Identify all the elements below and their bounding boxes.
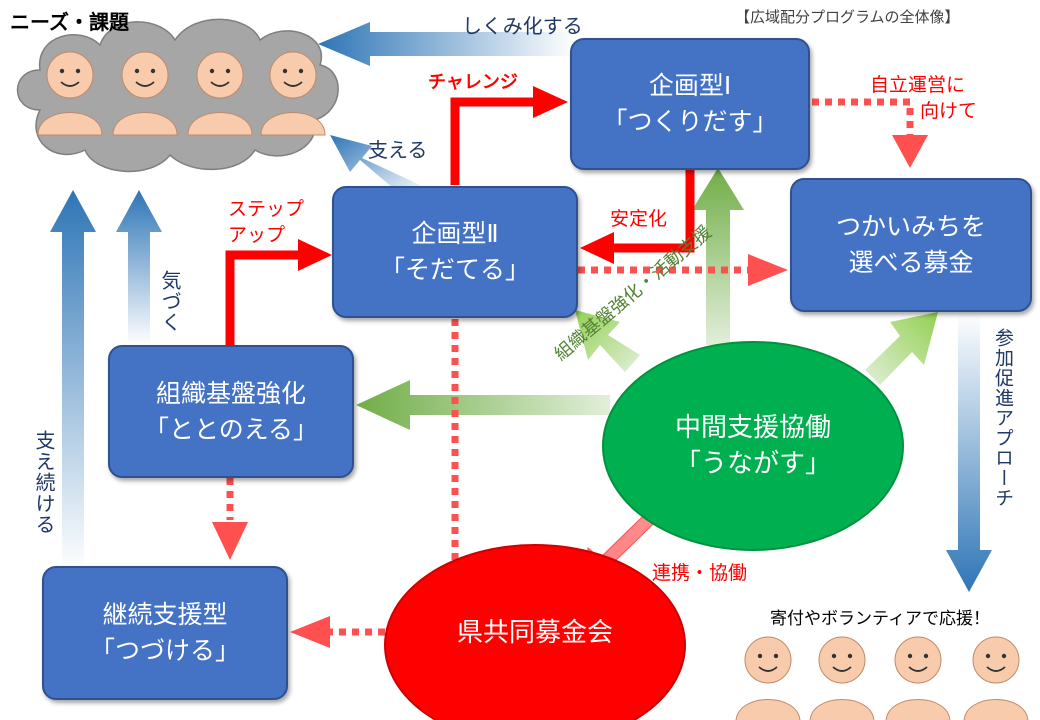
- systematize-label: しくみ化する: [462, 14, 583, 38]
- planning2-title: 企画型Ⅱ: [411, 219, 499, 248]
- stepup-label-2: アップ: [228, 224, 286, 246]
- person-icon: [809, 636, 875, 720]
- continuous-subtitle: 「つづける」: [89, 636, 240, 665]
- to-planning2-arrow: [575, 310, 640, 372]
- choose-fund-line2: 選べる募金: [848, 248, 974, 277]
- needs-label: ニーズ・課題: [10, 10, 129, 34]
- systematize-arrow: [318, 22, 575, 66]
- to-planning1-arrow: [692, 168, 744, 345]
- notice-label: 気づく: [158, 270, 182, 333]
- dotted-arrows: [226, 98, 914, 636]
- stepup-label-1: ステップ: [228, 198, 305, 220]
- donors-label: 寄付やボランティアで応援！: [770, 609, 990, 629]
- planning2-subtitle: 「そだてる」: [379, 255, 530, 284]
- prefecture-text[interactable]: 県共同募金会: [385, 545, 685, 720]
- challenge-label: チャレンジ: [428, 72, 518, 93]
- org-strength-box[interactable]: 組織基盤強化 「ととのえる」: [108, 345, 354, 478]
- person-icon: [963, 636, 1029, 720]
- intermediary-subtitle: 「うながす」: [674, 449, 831, 479]
- person-icon: [37, 51, 103, 136]
- continuous-title: 継続支援型: [102, 600, 228, 629]
- keep-supporting-label: 支え続ける: [32, 430, 56, 535]
- independent-label-1: 自立運営に: [870, 74, 966, 96]
- independent-arrow: [812, 98, 914, 135]
- person-icon: [260, 51, 326, 136]
- intermediary-ellipse: [602, 341, 904, 551]
- challenge-arrow: [450, 97, 535, 185]
- support-label: 支える: [368, 138, 428, 162]
- planning2-box[interactable]: 企画型Ⅱ 「そだてる」: [332, 186, 578, 318]
- planning1-box[interactable]: 企画型Ⅰ 「つくりだす」: [570, 38, 810, 170]
- keep-supporting-arrow: [50, 190, 96, 570]
- intermediary-title: 中間支援協働: [674, 413, 831, 443]
- prefecture-ellipse: [384, 544, 686, 720]
- stabilize-arrow: [612, 170, 695, 253]
- intermediary-text[interactable]: 中間支援協働 「うながす」: [603, 342, 903, 550]
- participation-arrow: [946, 312, 992, 592]
- stabilize-label: 安定化: [610, 208, 668, 230]
- cooperation-label: 連携・協働: [652, 562, 748, 584]
- person-icon: [187, 51, 253, 136]
- support-arrow: [330, 135, 420, 198]
- org-strength-title: 組織基盤強化: [155, 378, 306, 408]
- prefecture-title: 県共同募金会: [456, 617, 613, 648]
- planning1-subtitle: 「つくりだす」: [602, 107, 778, 136]
- red-arrows: [225, 86, 695, 345]
- choose-fund-box[interactable]: つかいみちを 選べる募金: [790, 178, 1032, 312]
- org-strength-subtitle: 「ととのえる」: [143, 414, 318, 444]
- person-icon: [112, 51, 178, 136]
- to-org-arrow: [356, 380, 610, 430]
- corner-title: 【広域配分プログラムの全体像】: [735, 8, 960, 26]
- person-icon: [735, 636, 801, 720]
- to-fund-arrow: [865, 312, 938, 385]
- planning1-title: 企画型Ⅰ: [648, 71, 732, 100]
- needs-people: [37, 51, 326, 136]
- blue-arrows: [50, 22, 992, 592]
- participation-label: 参加促進アプローチ: [992, 328, 1014, 508]
- green-arrows: [356, 168, 938, 430]
- independent-label-2: 向けて: [920, 100, 978, 122]
- continuous-box[interactable]: 継続支援型 「つづける」: [42, 566, 288, 700]
- donor-people: [735, 636, 1029, 720]
- choose-fund-line1: つかいみちを: [835, 212, 986, 241]
- person-icon: [885, 636, 951, 720]
- notice-arrow: [116, 190, 162, 345]
- stepup-arrow: [225, 250, 300, 345]
